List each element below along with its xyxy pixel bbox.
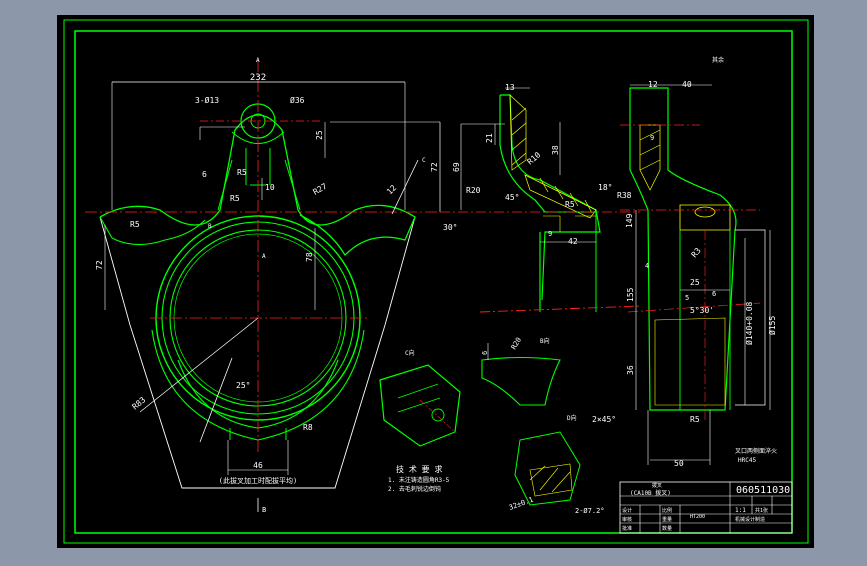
dim-6: 6 — [202, 170, 207, 179]
dim-angle-25: 25° — [236, 381, 250, 390]
row3a: 批准 — [622, 525, 632, 532]
right-note-1: 叉口两侧面淬火 — [735, 447, 777, 455]
right-note-2: HRC45 — [738, 457, 756, 464]
drawing-number: 060511030 — [736, 485, 790, 496]
dim-40: 40 — [682, 80, 692, 89]
row1b: 比例 — [662, 507, 672, 514]
sheets: 共1张 — [755, 507, 768, 514]
side-view — [620, 84, 771, 465]
b-view-detail — [481, 343, 561, 406]
dim-12b: 12 — [648, 80, 658, 89]
dim-13: 13 — [505, 83, 515, 92]
dim-38: 38 — [551, 145, 560, 155]
dim-9b: 9 — [650, 134, 654, 142]
scale: 1:1 — [735, 507, 746, 514]
dim-r5e: R5 — [690, 415, 700, 424]
row2a: 审核 — [622, 516, 632, 523]
dim-dia-140: Ø140+0.08 — [744, 301, 754, 345]
dim-r8: R8 — [303, 423, 313, 432]
view-c-label: C向 — [405, 349, 415, 357]
center-b-label: B — [208, 223, 212, 230]
dim-r20: R20 — [466, 186, 481, 195]
dim-angle-45: 45° — [505, 193, 519, 202]
dim-angle-small: 2-Ø7.2° — [575, 507, 605, 515]
dim-21: 21 — [485, 133, 494, 143]
drawing-background — [57, 15, 814, 548]
tech-line-2: 2. 去毛刺锐边倒钝 — [388, 485, 441, 493]
dim-46: 46 — [253, 461, 263, 470]
section-view — [440, 87, 641, 313]
part-name: 拨叉 — [652, 482, 662, 489]
dim-r5b: R5 — [230, 194, 240, 203]
dim-r5c: R5 — [130, 220, 140, 229]
title-block — [619, 481, 793, 534]
dim-36: 36 — [626, 365, 635, 375]
dim-dia-155: Ø155 — [767, 316, 777, 335]
slot-detail — [514, 431, 581, 506]
dim-25b: 25 — [690, 278, 700, 287]
dim-angle-5-30: 5°30' — [690, 306, 714, 315]
view-c-arrow: C — [422, 157, 426, 164]
dim-hole-note: 3-Ø13 — [195, 95, 219, 105]
dim-r5a: R5 — [237, 168, 247, 177]
dim-25: 25 — [315, 130, 324, 140]
dim-r5d: R5 — [565, 200, 575, 209]
dim-42: 42 — [568, 237, 578, 246]
bottom-note: (此拔叉加工时配拔平均) — [219, 476, 297, 485]
roughness-note: 其余 — [712, 56, 724, 64]
dim-2x45: 2×45° — [592, 415, 616, 424]
row3b: 数量 — [662, 525, 672, 532]
dim-155: 155 — [626, 287, 635, 302]
row2b: 重量 — [662, 516, 672, 523]
dim-6b: 6 — [712, 290, 716, 298]
dim-78: 78 — [305, 252, 314, 262]
dim-9a: 9 — [548, 230, 552, 238]
dim-hole-dia: Ø36 — [290, 95, 305, 105]
school: 机械设计制造 — [735, 516, 765, 523]
dim-50: 50 — [674, 459, 684, 468]
dim-149: 149 — [625, 213, 634, 228]
tech-line-1: 1. 未注铸造圆角R3-5 — [388, 476, 450, 484]
dim-overall-width: 232 — [250, 73, 266, 83]
inner-frame — [74, 30, 793, 534]
view-a-top-label: A — [256, 57, 260, 64]
tech-title: 技 术 要 求 — [396, 464, 442, 474]
c-view-detail — [379, 364, 461, 447]
dim-72-right: 72 — [430, 162, 439, 172]
material: HT200 — [690, 514, 705, 520]
outer-frame — [63, 19, 809, 544]
dim-10: 10 — [265, 183, 275, 192]
view-b-arrow-label: B — [262, 506, 266, 514]
row1a: 设计 — [622, 507, 632, 514]
dim-6c: 6 — [481, 351, 489, 355]
view-b-label: B向 — [540, 337, 550, 345]
view-d-label: D向 — [567, 414, 577, 422]
view-a-center-label: A — [262, 253, 266, 260]
dim-69: 69 — [452, 162, 461, 172]
part-model: (CA10B 拨叉) — [630, 489, 671, 497]
dim-4: 4 — [645, 262, 649, 270]
dim-angle-18: 18° — [598, 183, 612, 192]
front-view — [85, 60, 441, 512]
dim-r38: R38 — [617, 191, 632, 200]
dim-5: 5 — [685, 294, 689, 302]
dim-72-left: 72 — [95, 260, 104, 270]
dim-angle-30: 30° — [443, 223, 457, 232]
